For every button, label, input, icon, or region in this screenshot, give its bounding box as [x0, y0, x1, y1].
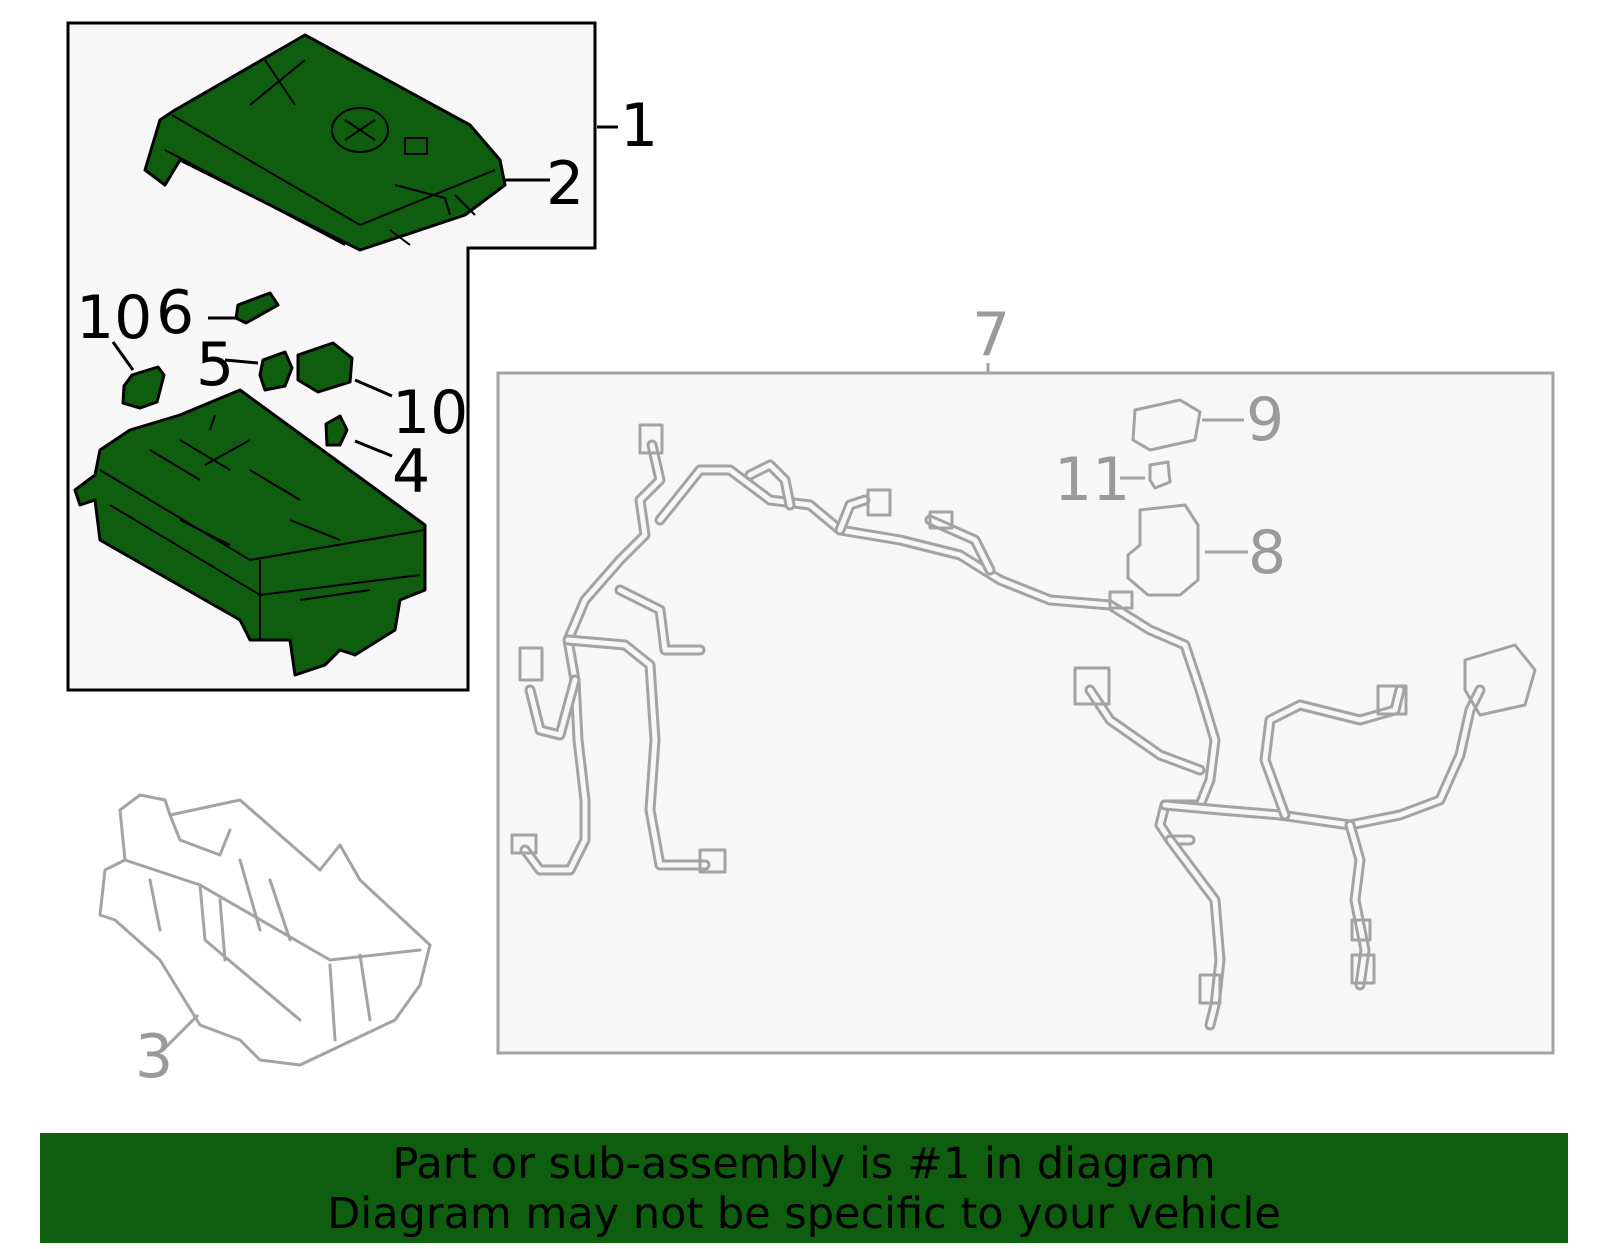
callout-3: 3 [135, 1022, 173, 1092]
banner-line-1: Part or sub-assembly is #1 in diagram [392, 1139, 1216, 1189]
callout-9: 9 [1246, 385, 1284, 455]
leader-lines [111, 125, 1248, 1052]
part-6-fuse [234, 291, 280, 325]
callout-10-right: 10 [392, 378, 468, 448]
callout-2: 2 [546, 149, 584, 219]
part-9-relay [1131, 398, 1202, 452]
callout-4: 4 [392, 437, 430, 507]
part-5-fuse [258, 350, 294, 392]
part-3-housing [98, 793, 432, 1067]
part-11-fuse [1148, 460, 1172, 490]
callout-7: 7 [972, 300, 1010, 370]
callout-8: 8 [1248, 518, 1286, 588]
part-8-fuse-holder [1126, 503, 1200, 597]
callout-11: 11 [1054, 445, 1130, 515]
part-10-relay-left [121, 365, 166, 410]
disclaimer-banner: Part or sub-assembly is #1 in diagram Di… [40, 1133, 1568, 1243]
part-2-cover [143, 33, 507, 252]
callout-6: 6 [156, 278, 194, 348]
banner-line-2: Diagram may not be specific to your vehi… [327, 1189, 1281, 1239]
callout-10-left: 10 [76, 283, 152, 353]
callout-1: 1 [620, 91, 658, 161]
part-7-harness [510, 423, 1537, 1031]
part-4-fuse [324, 414, 349, 447]
part-10-relay-right [296, 341, 354, 394]
callout-5: 5 [196, 330, 234, 400]
fuse-block-body [73, 388, 427, 677]
